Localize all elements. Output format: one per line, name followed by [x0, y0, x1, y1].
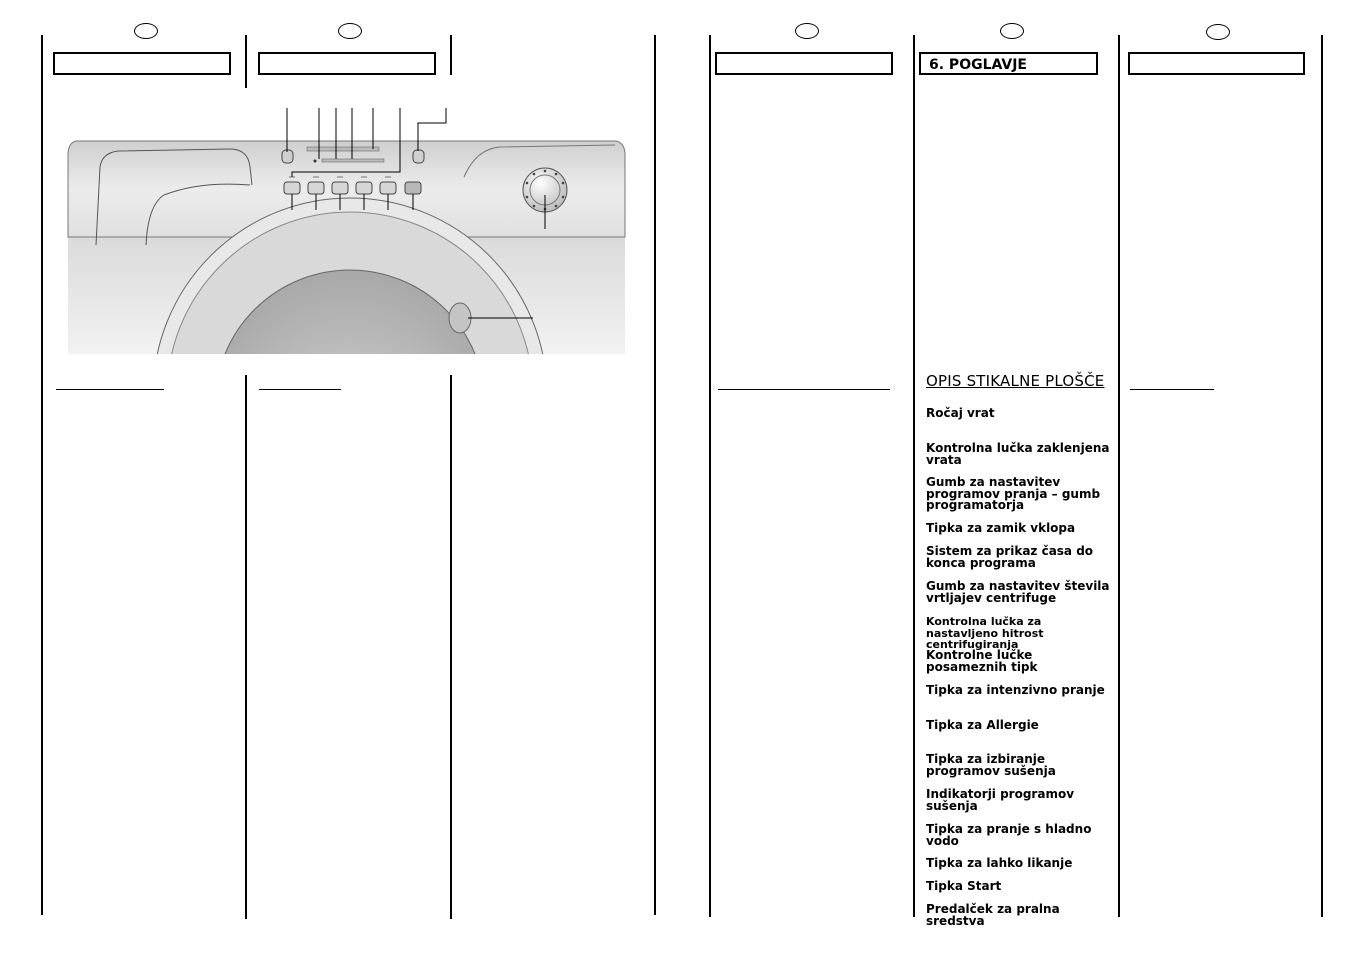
heading-underline: [56, 389, 164, 390]
column-rule: [709, 35, 711, 917]
list-item: Tipka za intenzivno pranje: [926, 683, 1105, 697]
list-item: Tipka Start: [926, 879, 1002, 893]
chapter-title: 6. POGLAVJE: [929, 57, 1027, 73]
door-glass: [224, 269, 476, 354]
heading-underline: [1130, 389, 1214, 390]
column-rule: [913, 35, 915, 917]
list-item: Tipka za izbiranje programov sušenja: [926, 752, 1056, 778]
list-item: Kontrolna lučka za nastavljeno hitrost c…: [926, 615, 1044, 651]
column-rule: [245, 375, 247, 919]
language-oval: [338, 23, 362, 39]
language-oval: [1000, 23, 1024, 39]
washing-machine-illustration: [67, 108, 626, 354]
column-rule: [450, 35, 452, 75]
column-rule: [245, 35, 247, 88]
column-rule: [450, 375, 452, 919]
chapter-header-box: [258, 52, 436, 75]
column-rule: [1321, 35, 1323, 917]
language-oval: [795, 23, 819, 39]
column-rule: [41, 35, 43, 915]
list-item: Kontrolna lučka zaklenjena vrata: [926, 441, 1110, 467]
language-oval: [1206, 24, 1230, 40]
section-heading: OPIS STIKALNE PLOŠČE: [926, 372, 1105, 390]
list-item: Tipka za lahko likanje: [926, 856, 1073, 870]
heading-underline: [259, 389, 341, 390]
list-item: Indikatorji programov sušenja: [926, 787, 1075, 813]
list-item: Kontrolne lučke posameznih tipk: [926, 648, 1038, 674]
chapter-header-box: [53, 52, 231, 75]
list-item: Tipka za zamik vklopa: [926, 521, 1076, 535]
language-oval: [134, 23, 158, 39]
list-item: Ročaj vrat: [926, 406, 995, 420]
door-handle: [448, 302, 472, 334]
list-item: Sistem za prikaz časa do konca programa: [926, 544, 1094, 570]
chapter-header-box: 6. POGLAVJE: [919, 52, 1098, 75]
list-item: Tipka za Allergie: [926, 718, 1039, 732]
chapter-header-box: [715, 52, 893, 75]
callout-lines: [286, 108, 447, 177]
heading-underline: [718, 389, 890, 390]
column-rule: [1118, 35, 1120, 917]
start-lamp: [412, 149, 425, 164]
list-item: Gumb za nastavitev programov pranja – gu…: [926, 475, 1101, 512]
column-rule: [654, 35, 656, 915]
detergent-drawer: [95, 148, 253, 246]
list-item: Predalček za pralna sredstva: [926, 902, 1060, 928]
list-item: Gumb za nastavitev števila vrtljajev cen…: [926, 579, 1110, 605]
chapter-header-box: [1128, 52, 1305, 75]
list-item: Tipka za pranje s hladno vodo: [926, 822, 1092, 848]
function-buttons: [283, 181, 422, 195]
